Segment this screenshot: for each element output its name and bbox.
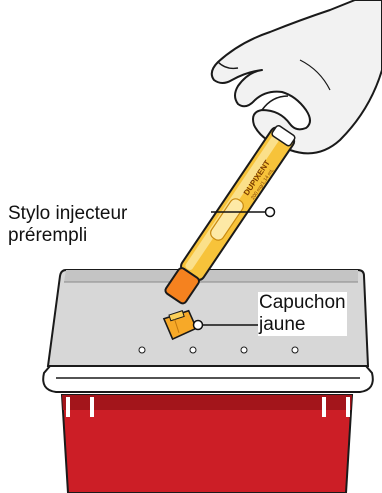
pen-label: Stylo injecteur prérempli (8, 203, 127, 247)
lid-hole-2 (190, 347, 196, 353)
container-tab-left-1 (66, 397, 70, 417)
lid-top-edge (64, 270, 358, 282)
container-rim-shadow (62, 395, 352, 410)
cap-label: Capuchon jaune (258, 292, 347, 336)
container-tab-right-2 (346, 397, 350, 417)
hand-icon (212, 0, 382, 153)
container-tab-left-2 (90, 397, 94, 417)
pen-label-line-1: Stylo injecteur (8, 203, 127, 225)
cap-label-line-2: jaune (258, 314, 347, 336)
container-rim (43, 366, 373, 392)
container-tab-right-1 (322, 397, 326, 417)
hand-glove (212, 0, 382, 153)
sharps-container-icon (43, 366, 373, 493)
lid-hole-4 (292, 347, 298, 353)
cap-label-line-1: Capuchon (258, 292, 347, 314)
pen-label-line-2: prérempli (8, 225, 127, 247)
lid-hole-3 (241, 347, 247, 353)
lid-hole-1 (139, 347, 145, 353)
